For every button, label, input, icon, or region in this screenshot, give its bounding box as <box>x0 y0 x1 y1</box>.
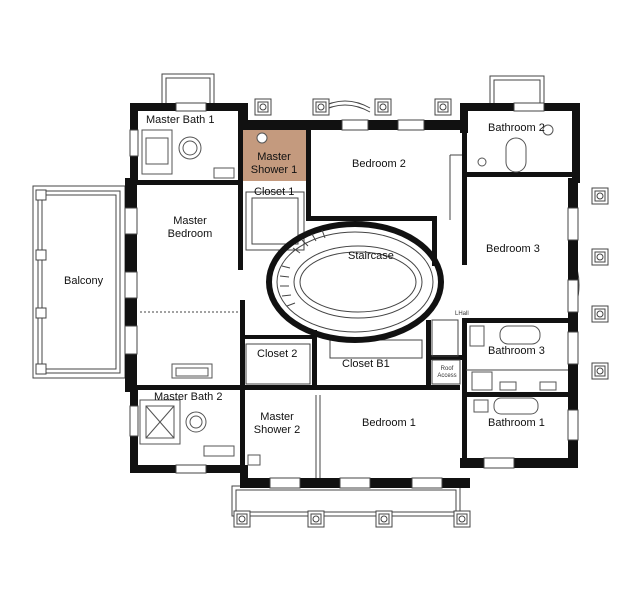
room-label-closet-2: Closet 2 <box>257 348 298 360</box>
balcony-railing <box>32 185 126 379</box>
room-label-balcony: Balcony <box>64 275 104 287</box>
window-marks <box>124 102 579 489</box>
room-label-bedroom-3: Bedroom 3 <box>486 243 540 255</box>
room-label-bathroom-1: Bathroom 1 <box>488 417 545 429</box>
thin-partitions <box>140 154 568 478</box>
label-roof-access: Roof Access <box>437 366 457 379</box>
room-label-master-shower-1: Master Shower 1 <box>250 151 298 176</box>
interior-walls <box>136 110 572 480</box>
room-label-bathroom-3: Bathroom 3 <box>488 345 545 357</box>
bath-fixtures <box>139 124 557 466</box>
room-label-master-bath-2: Master Bath 2 <box>154 391 223 403</box>
room-label-master-bath-1: Master Bath 1 <box>146 114 215 126</box>
room-label-bedroom-1: Bedroom 1 <box>362 417 416 429</box>
room-label-master-shower-2: Master Shower 2 <box>253 411 301 436</box>
room-label-bathroom-2: Bathroom 2 <box>488 122 545 134</box>
room-label-bedroom-2: Bedroom 2 <box>352 158 406 170</box>
master-shower-1-fill <box>242 129 306 181</box>
label-lhall: LHall <box>455 311 469 317</box>
balcony-posts <box>35 189 47 375</box>
staircase-drawing <box>266 221 444 343</box>
room-label-staircase: Staircase <box>348 250 394 262</box>
pedestals <box>233 98 609 528</box>
room-label-closet-1: Closet 1 <box>254 186 295 198</box>
room-label-closet-b1: Closet B1 <box>342 358 390 370</box>
room-label-master-bedroom: Master Bedroom <box>167 215 213 240</box>
